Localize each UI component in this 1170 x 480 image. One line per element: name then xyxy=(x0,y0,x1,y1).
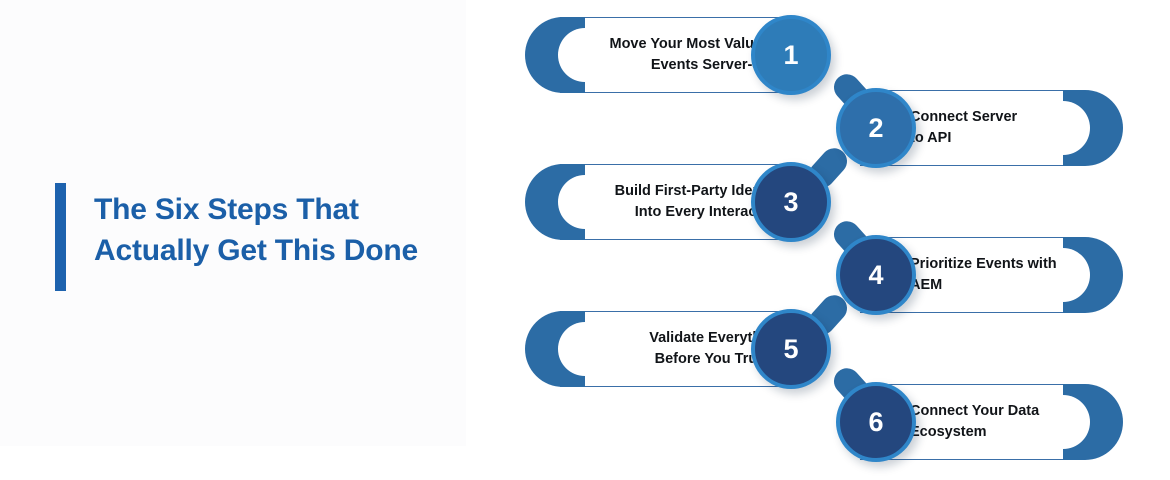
step-cap-right-icon-4 xyxy=(1036,237,1123,313)
cap-notch xyxy=(558,28,612,82)
cap-notch xyxy=(1036,395,1090,449)
step-number-3[interactable]: 3 xyxy=(751,162,831,242)
step-label-6: Connect Your Data Ecosystem xyxy=(910,403,1040,440)
title-block: The Six Steps That Actually Get This Don… xyxy=(55,183,418,291)
step-cap-left-icon-5 xyxy=(525,311,612,387)
step-cap-left-icon-1 xyxy=(525,17,612,93)
cap-notch xyxy=(1036,101,1090,155)
background-panel xyxy=(0,0,466,446)
step-label-2: Connect Server to API xyxy=(910,109,1018,146)
step-number-2[interactable]: 2 xyxy=(836,88,916,168)
step-cap-left-icon-3 xyxy=(525,164,612,240)
step-number-1[interactable]: 1 xyxy=(751,15,831,95)
cap-notch xyxy=(558,322,612,376)
step-item-2[interactable]: Connect Server to API 2 xyxy=(818,88,1123,168)
step-item-6[interactable]: Connect Your Data Ecosystem 6 xyxy=(818,382,1123,462)
step-number-4[interactable]: 4 xyxy=(836,235,916,315)
page-title: The Six Steps That Actually Get This Don… xyxy=(94,193,418,268)
step-item-5[interactable]: Validate Everything Before You Trust It … xyxy=(525,309,855,389)
step-item-3[interactable]: Build First-Party Identity Into Every In… xyxy=(525,162,855,242)
step-cap-right-icon-2 xyxy=(1036,90,1123,166)
step-cap-right-icon-6 xyxy=(1036,384,1123,460)
step-number-6[interactable]: 6 xyxy=(836,382,916,462)
step-number-5[interactable]: 5 xyxy=(751,309,831,389)
step-item-4[interactable]: Prioritize Events with AEM 4 xyxy=(818,235,1123,315)
cap-notch xyxy=(558,175,612,229)
cap-notch xyxy=(1036,248,1090,302)
title-accent-bar xyxy=(55,183,66,291)
step-item-1[interactable]: Move Your Most Valuable Events Server-Si… xyxy=(525,15,855,95)
step-label-4: Prioritize Events with AEM xyxy=(910,256,1057,293)
